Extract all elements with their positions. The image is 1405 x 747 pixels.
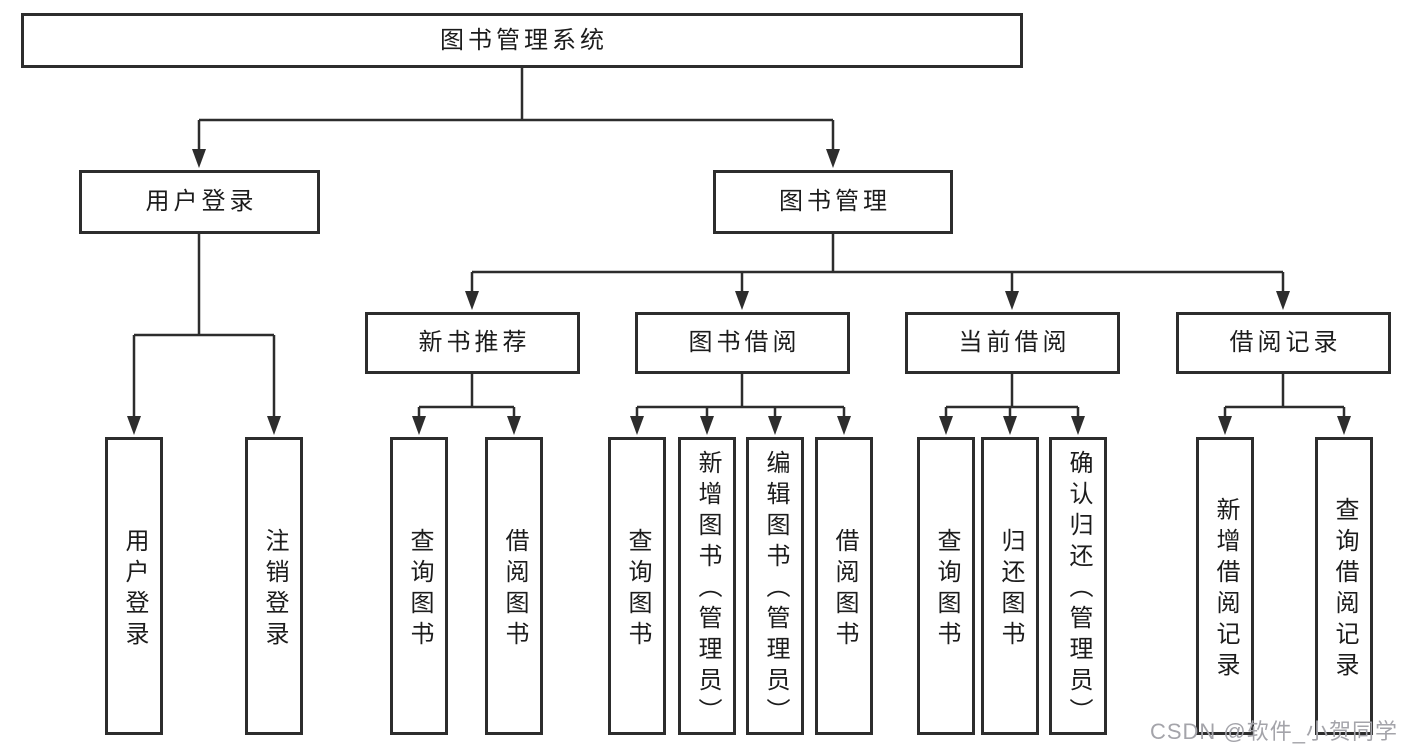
arrow-leaf-logout [267, 416, 281, 435]
leaf-nb-borrow-books-label: 借阅图书 [501, 527, 528, 652]
arrow-leaf-cb-query [939, 416, 953, 435]
leaf-br-query-record: 查询借阅记录 [1315, 437, 1373, 735]
node-user-login-label: 用户登录 [145, 188, 258, 215]
leaf-br-query-record-label: 查询借阅记录 [1331, 496, 1358, 683]
arrow-leaf-bb-query [630, 416, 644, 435]
arrow-leaf-nb-borrow [507, 416, 521, 435]
arrow-leaf-bb-borrow [837, 416, 851, 435]
leaf-logout-label: 注销登录 [261, 527, 288, 652]
connector-strokes [132, 68, 1346, 417]
node-book-borrow: 图书借阅 [635, 312, 850, 374]
leaf-user-login-label: 用户登录 [121, 527, 148, 652]
node-book-management-label: 图书管理 [779, 188, 891, 215]
leaf-bb-edit-books-admin-label: 编辑图书（管理员） [762, 450, 789, 729]
leaf-bb-edit-books-admin: 编辑图书（管理员） [746, 437, 804, 735]
arrow-book-borrow [735, 291, 749, 310]
leaf-nb-query-books-label: 查询图书 [406, 527, 433, 652]
leaf-cb-query-books-label: 查询图书 [933, 527, 960, 652]
arrow-leaf-cb-return [1003, 416, 1017, 435]
leaf-bb-add-books-admin: 新增图书（管理员） [678, 437, 736, 735]
node-current-borrow-label: 当前借阅 [958, 329, 1071, 356]
node-book-management: 图书管理 [713, 170, 953, 234]
node-root-label: 图书管理系统 [440, 26, 608, 54]
leaf-nb-borrow-books: 借阅图书 [485, 437, 543, 735]
leaf-bb-query-books-label: 查询图书 [624, 527, 651, 652]
node-new-book-recommend: 新书推荐 [365, 312, 580, 374]
arrow-leaf-bb-edit [768, 416, 782, 435]
leaf-cb-confirm-return-admin-label: 确认归还（管理员） [1065, 450, 1092, 729]
arrow-leaf-nb-query [412, 416, 426, 435]
arrow-new-book-recommend [465, 291, 479, 310]
leaf-logout: 注销登录 [245, 437, 303, 735]
leaf-cb-query-books: 查询图书 [917, 437, 975, 735]
leaf-bb-query-books: 查询图书 [608, 437, 666, 735]
csdn-watermark: CSDN @软件_小贺同学 [1149, 719, 1398, 744]
arrow-leaf-bb-add [700, 416, 714, 435]
arrow-book-management [826, 149, 840, 168]
node-current-borrow: 当前借阅 [905, 312, 1120, 374]
leaf-bb-add-books-admin-label: 新增图书（管理员） [694, 450, 721, 729]
node-root: 图书管理系统 [21, 13, 1023, 68]
node-borrow-records: 借阅记录 [1176, 312, 1391, 374]
leaf-user-login: 用户登录 [105, 437, 163, 735]
leaf-br-add-record-label: 新增借阅记录 [1212, 496, 1239, 683]
leaf-cb-return-books: 归还图书 [981, 437, 1039, 735]
arrow-leaf-br-add [1218, 416, 1232, 435]
leaf-bb-borrow-books-label: 借阅图书 [831, 527, 858, 652]
arrow-user-login [192, 149, 206, 168]
node-user-login: 用户登录 [79, 170, 320, 234]
arrow-leaf-cb-confirm [1071, 416, 1085, 435]
arrow-current-borrow [1005, 291, 1019, 310]
node-book-borrow-label: 图书借阅 [688, 329, 801, 356]
leaf-bb-borrow-books: 借阅图书 [815, 437, 873, 735]
node-new-book-recommend-label: 新书推荐 [418, 329, 531, 356]
arrowheads [127, 149, 1351, 435]
leaf-cb-confirm-return-admin: 确认归还（管理员） [1049, 437, 1107, 735]
arrow-leaf-br-query [1337, 416, 1351, 435]
node-borrow-records-label: 借阅记录 [1229, 329, 1342, 356]
arrow-borrow-records [1276, 291, 1290, 310]
leaf-br-add-record: 新增借阅记录 [1196, 437, 1254, 735]
leaf-nb-query-books: 查询图书 [390, 437, 448, 735]
leaf-cb-return-books-label: 归还图书 [997, 527, 1024, 652]
arrow-leaf-login [127, 416, 141, 435]
